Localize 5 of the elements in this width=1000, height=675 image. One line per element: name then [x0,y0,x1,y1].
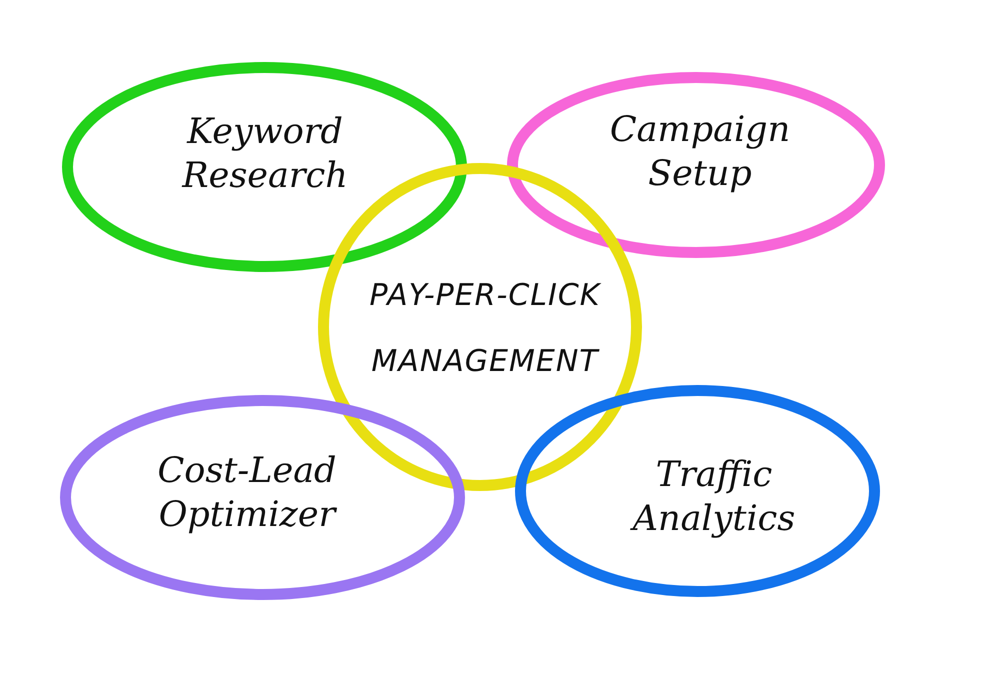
node-label: Campaign Setup [608,109,792,196]
node-label: Traffic Analytics [630,453,798,541]
node-label: Cost-Lead Optimizer [156,450,338,537]
node-label: Keyword Research [180,111,349,198]
central-label: PAY-PER-CLICK MANAGEMENT [368,277,602,381]
